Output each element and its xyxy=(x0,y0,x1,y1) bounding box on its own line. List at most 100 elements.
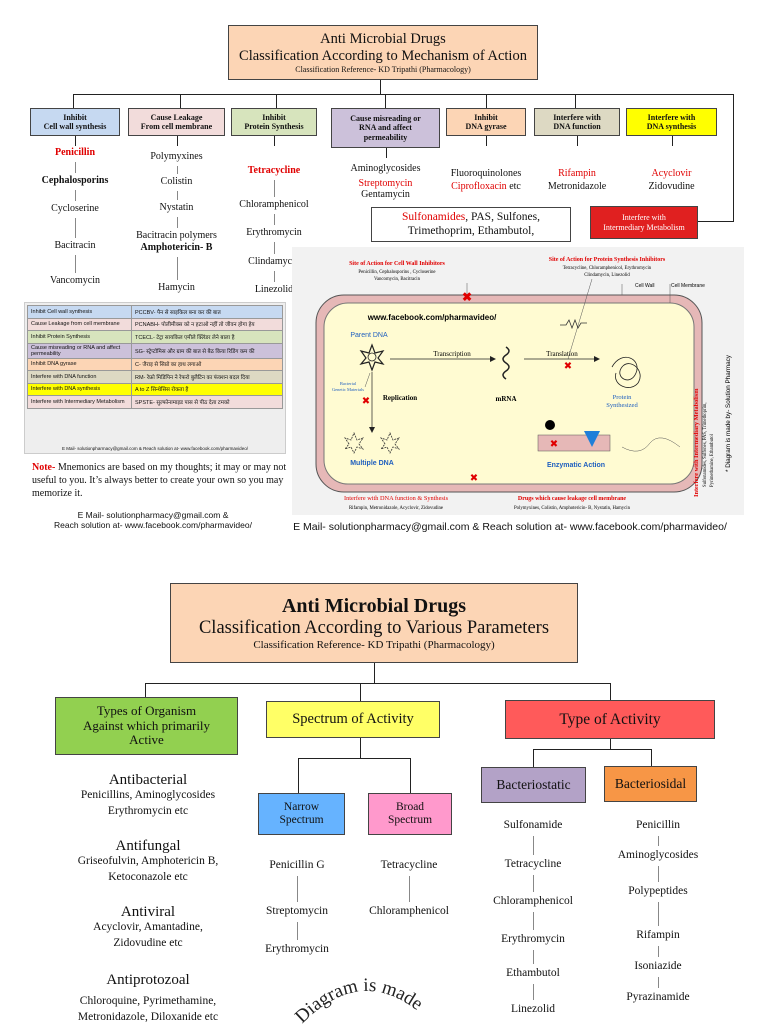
mnemonic-text: C- जैराइ से सिप्रो का हाथ लगाओ xyxy=(131,357,283,371)
drug-name-text: Polymyxines xyxy=(150,151,203,162)
multiple-dna-label: Multiple DNA xyxy=(350,460,394,467)
spectrum-box: Spectrum of Activity xyxy=(266,701,440,738)
drug-name: Streptomycin xyxy=(326,178,446,189)
metabolism-drugs-line2: Trimethoprim, Ethambutol, xyxy=(407,224,535,237)
protein-label-1: Protein xyxy=(613,394,633,401)
ribosome-squiggle xyxy=(560,318,587,330)
mnemonic-text: SG- स्ट्रेप्टोमिस और ग्राम की बात से बैठ… xyxy=(131,342,283,359)
enzyme-triangle xyxy=(584,431,600,447)
drug-name: Bacitracin xyxy=(15,240,135,251)
drug-name: Cycloserine xyxy=(15,203,135,214)
cell-email-line: E Mail- solutionpharmacy@gmail.com & Rea… xyxy=(293,521,727,533)
metabolism-box: Interfere with Intermediary Metabolism xyxy=(590,206,698,239)
bottom-title-line1: Anti Microbial Drugs xyxy=(281,594,467,617)
drug-suffix: etc xyxy=(506,181,521,192)
drug-name: Zidovudine xyxy=(612,181,732,192)
drug-name: Penicillin G xyxy=(269,859,325,871)
mechanism-category-box: Inhibit Protein Synthesis xyxy=(231,108,317,136)
note-email-line2: Reach solution at- www.facebook.com/phar… xyxy=(54,520,252,530)
drug-name: Aminoglycosides xyxy=(617,849,699,861)
replication-label: Replication xyxy=(383,394,417,402)
parent-dna-icon xyxy=(359,343,385,372)
organism-examples: Metronidazole, Diloxanide etc xyxy=(77,1011,219,1023)
site-cell-wall-title: Site of Action for Cell Wall Inhibitors xyxy=(349,261,445,267)
top-title-line1: Anti Microbial Drugs xyxy=(320,31,446,48)
drug-name-text: Metronidazole xyxy=(547,181,607,192)
drug-name: Linezolid xyxy=(510,1003,556,1015)
bacteriosidal-box: Bacteriosidal xyxy=(604,766,697,802)
drug-name: Chloramphenicol xyxy=(214,199,334,210)
drug-name: Tetracycline xyxy=(380,859,438,871)
leak-drugs: Polymyxines, Colistin, Amphotericin- B, … xyxy=(514,506,631,511)
drug-name: Nystatin xyxy=(117,202,237,213)
mechanism-category-box: Interfere with DNA function xyxy=(534,108,620,136)
enzyme-x-mark: ✖ xyxy=(550,439,558,450)
drug-name: Tetracycline xyxy=(214,165,334,176)
drug-name-text: Cycloserine xyxy=(51,203,99,214)
protein-label-2: Synthesized xyxy=(606,402,638,409)
organism-examples: Griseofulvin, Amphotericin B, xyxy=(77,855,219,867)
drug-name: Chloramphenicol xyxy=(369,905,449,917)
bacterial-genetic-1: Bacterial xyxy=(340,381,357,386)
drug-name-text: Cephalosporins xyxy=(41,175,109,186)
dna-fn-title: Interfere with DNA function & Synthesis xyxy=(344,495,449,502)
metabolism-drug-rest: , PAS, Sulfones, xyxy=(465,211,540,224)
organism-heading: Antiprotozoal xyxy=(106,972,190,988)
organism-heading: Antibacterial xyxy=(108,772,188,788)
enzyme-dot xyxy=(545,420,555,430)
mechanism-category-box: Cause Leakage From cell membrane xyxy=(128,108,225,136)
intermediary-drugs1: Sulfonamides, Sulfones, PAS, Trimethopri… xyxy=(703,402,708,487)
drug-name: Tetracycline xyxy=(504,858,562,870)
drug-name: Cephalosporins xyxy=(15,175,135,186)
drug-name: Chloramphenicol xyxy=(493,895,573,907)
drug-name-text: Penicillin xyxy=(55,147,95,158)
drug-name: Polymyxines xyxy=(117,151,237,162)
site-protein-drugs2: Clindamycin, Linezolid xyxy=(584,273,630,278)
mnemonic-row: Cause misreading or RNA and affect perme… xyxy=(27,342,283,359)
drug-name: Penicillin xyxy=(15,147,135,158)
mechanism-category-box: Inhibit Cell wall synthesis xyxy=(30,108,120,136)
drug-name-text: Linezolid xyxy=(254,284,294,295)
mrna-label: mRNA xyxy=(496,395,517,403)
dna-fn-drugs: Rifampin, Metronidazole, Acyclovir, Zido… xyxy=(349,506,443,511)
drug-name: Metronidazole xyxy=(517,181,637,192)
type-activity-box: Type of Activity xyxy=(505,700,715,739)
note-text: Mnemonics are based on my thoughts; it m… xyxy=(32,462,287,499)
cell-wall-x-mark: ✖ xyxy=(462,290,472,304)
drug-name: Erythromycin xyxy=(501,933,565,945)
intermediary-drugs2: Pyrimethamine, Ethambutol xyxy=(710,433,715,487)
top-title-reference: Classification Reference- KD Tripathi (P… xyxy=(295,64,471,74)
drug-name: Erythromycin xyxy=(214,227,334,238)
mechanism-category-box: Interfere with DNA synthesis xyxy=(626,108,717,136)
organism-examples: Ketoconazole etc xyxy=(108,871,188,883)
cell-membrane-label: Cell Membrane xyxy=(671,283,705,289)
site-protein-title: Site of Action for Protein Synthesis Inh… xyxy=(549,257,666,263)
drug-name: Sulfonamide xyxy=(503,819,563,831)
organism-heading: Antifungal xyxy=(115,838,181,854)
drug-name-text: Gentamycin xyxy=(361,189,410,200)
drug-name-text: Clindamycin xyxy=(248,256,300,267)
bacteriostatic-box: Bacteriostatic xyxy=(481,767,586,803)
cell-membrane-shape xyxy=(323,302,695,485)
watermark: Diagram is made xyxy=(292,975,427,1024)
drug-name-text: Vancomycin xyxy=(50,275,100,286)
drug-name-text: Tetracycline xyxy=(247,165,301,176)
drug-name: Bacitracin polymers xyxy=(117,230,237,241)
organism-heading: Antiviral xyxy=(120,904,176,920)
drug-name: Rifampin xyxy=(636,929,680,941)
bottom-title-line2: Classification According to Various Para… xyxy=(198,617,550,638)
drug-name-text: Amphotericin- B xyxy=(140,242,213,253)
metabolism-drug-red: Sulfonamides xyxy=(402,211,466,224)
mechanism-category-box: Cause misreading or RNA and affect perme… xyxy=(331,108,440,148)
leak-title: Drugs which cause leakage cell membrane xyxy=(518,496,626,502)
drug-name: Clindamycin xyxy=(214,256,334,267)
drug-name-text: Chloramphenicol xyxy=(239,199,309,210)
drug-name-text: Ciprofloxacin xyxy=(451,181,507,192)
translation-label: Translation xyxy=(546,350,578,358)
drug-name-text: Rifampin xyxy=(558,168,596,179)
note-label: Note- xyxy=(32,462,56,473)
drug-name: Ethambutol xyxy=(506,967,560,979)
drug-name: Vancomycin xyxy=(15,275,135,286)
